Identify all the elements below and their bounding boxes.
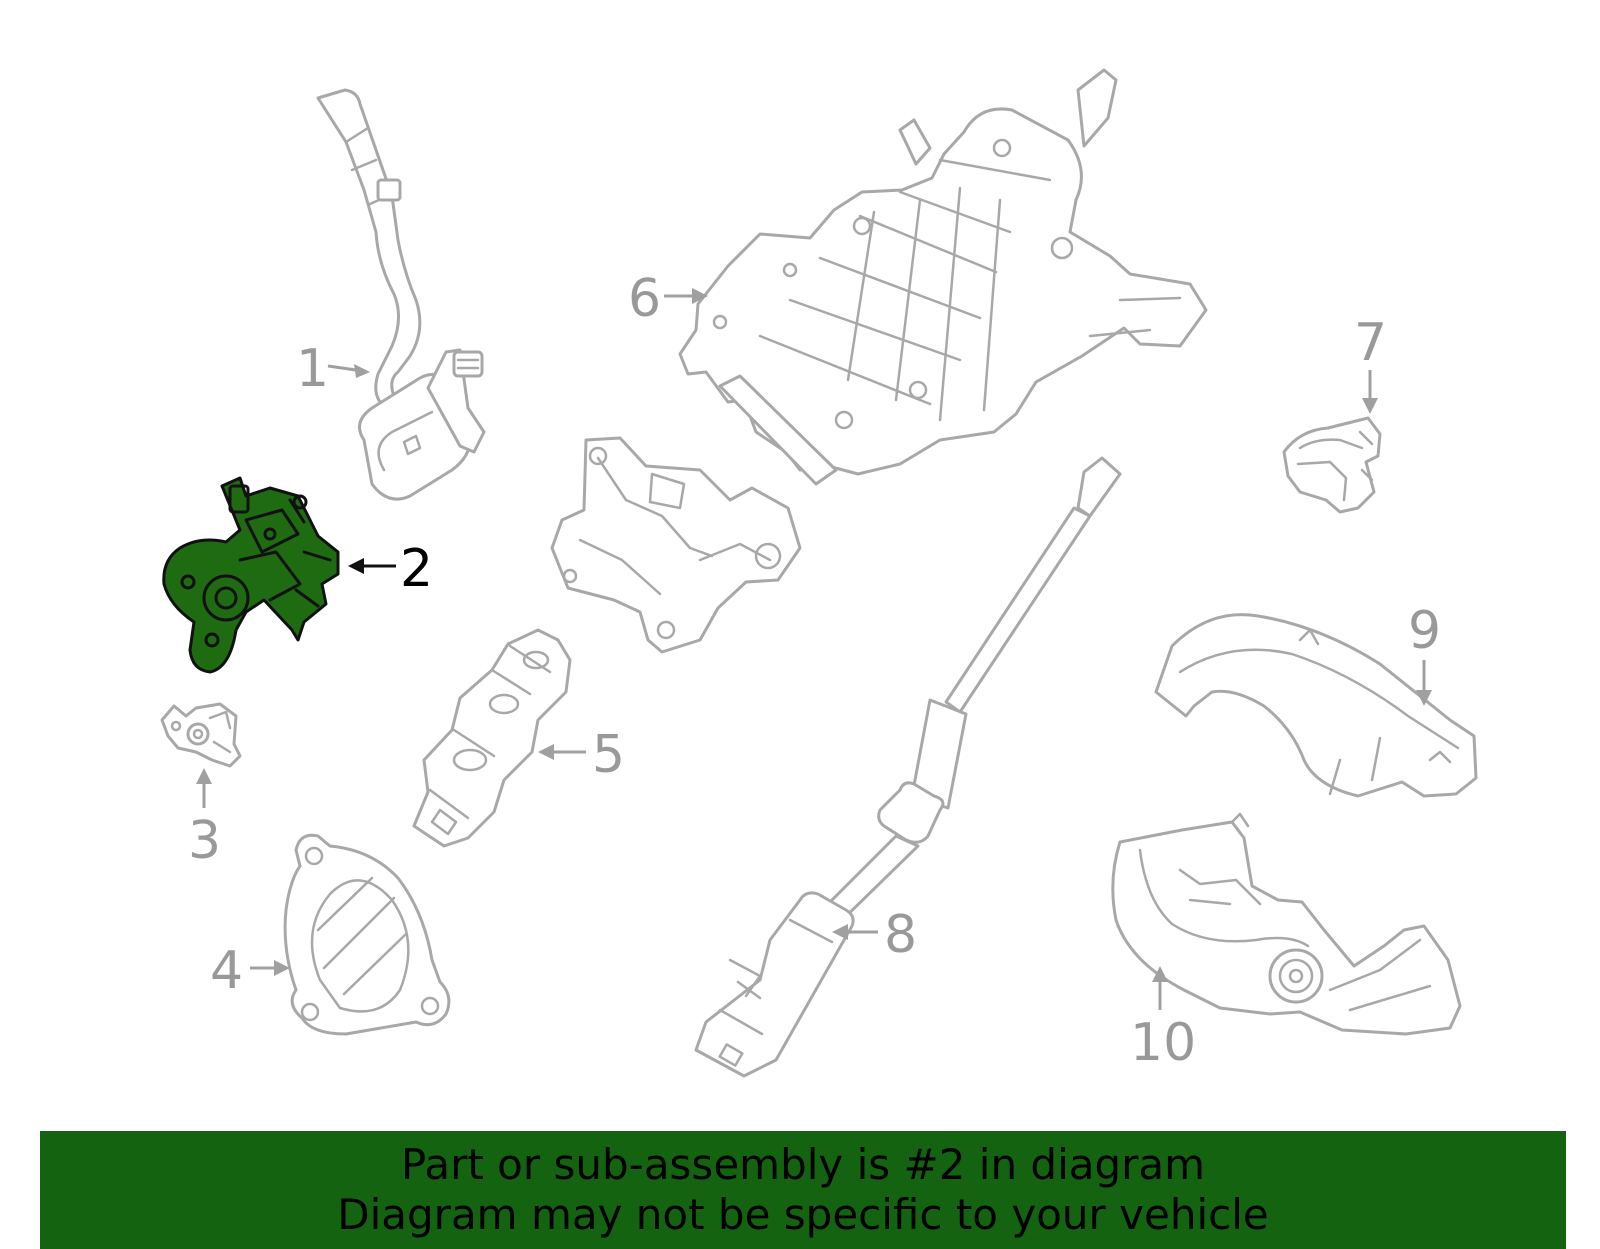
part-7-lock-actuator[interactable] [1282, 416, 1382, 514]
part-10-lower-shroud[interactable] [1111, 812, 1462, 1036]
part-6-steering-column[interactable] [550, 68, 1208, 654]
part-9-upper-shroud[interactable] [1154, 613, 1478, 798]
part-5-intermediate-joint[interactable] [412, 628, 572, 848]
callout-1: 1 [296, 339, 329, 399]
info-banner: Part or sub-assembly is #2 in diagram Di… [40, 1131, 1566, 1249]
callout-numbers: 1 2 3 4 5 6 7 8 9 10 [188, 269, 1441, 1073]
part-4-cover-plate[interactable] [283, 833, 451, 1036]
callout-10: 10 [1130, 1013, 1196, 1073]
callout-4: 4 [210, 941, 243, 1001]
callout-7: 7 [1354, 313, 1387, 373]
part-8-steering-shaft[interactable] [694, 456, 1122, 1078]
callout-5: 5 [592, 725, 625, 785]
callout-6: 6 [628, 269, 661, 329]
callout-8: 8 [884, 905, 917, 965]
callout-9: 9 [1408, 601, 1441, 661]
banner-line-disclaimer: Diagram may not be specific to your vehi… [337, 1190, 1269, 1239]
part-1-switch-stalk[interactable] [316, 88, 486, 501]
part-2-ignition-switch-housing[interactable] [162, 476, 340, 674]
callout-2: 2 [400, 539, 433, 599]
callout-3: 3 [188, 811, 221, 871]
exploded-parts-diagram: 1 2 3 4 5 6 7 8 9 10 [160, 68, 1478, 1078]
banner-line-part-number: Part or sub-assembly is #2 in diagram [400, 1140, 1206, 1189]
part-3-bracket[interactable] [160, 702, 242, 768]
callout-leaders [196, 288, 1432, 1010]
